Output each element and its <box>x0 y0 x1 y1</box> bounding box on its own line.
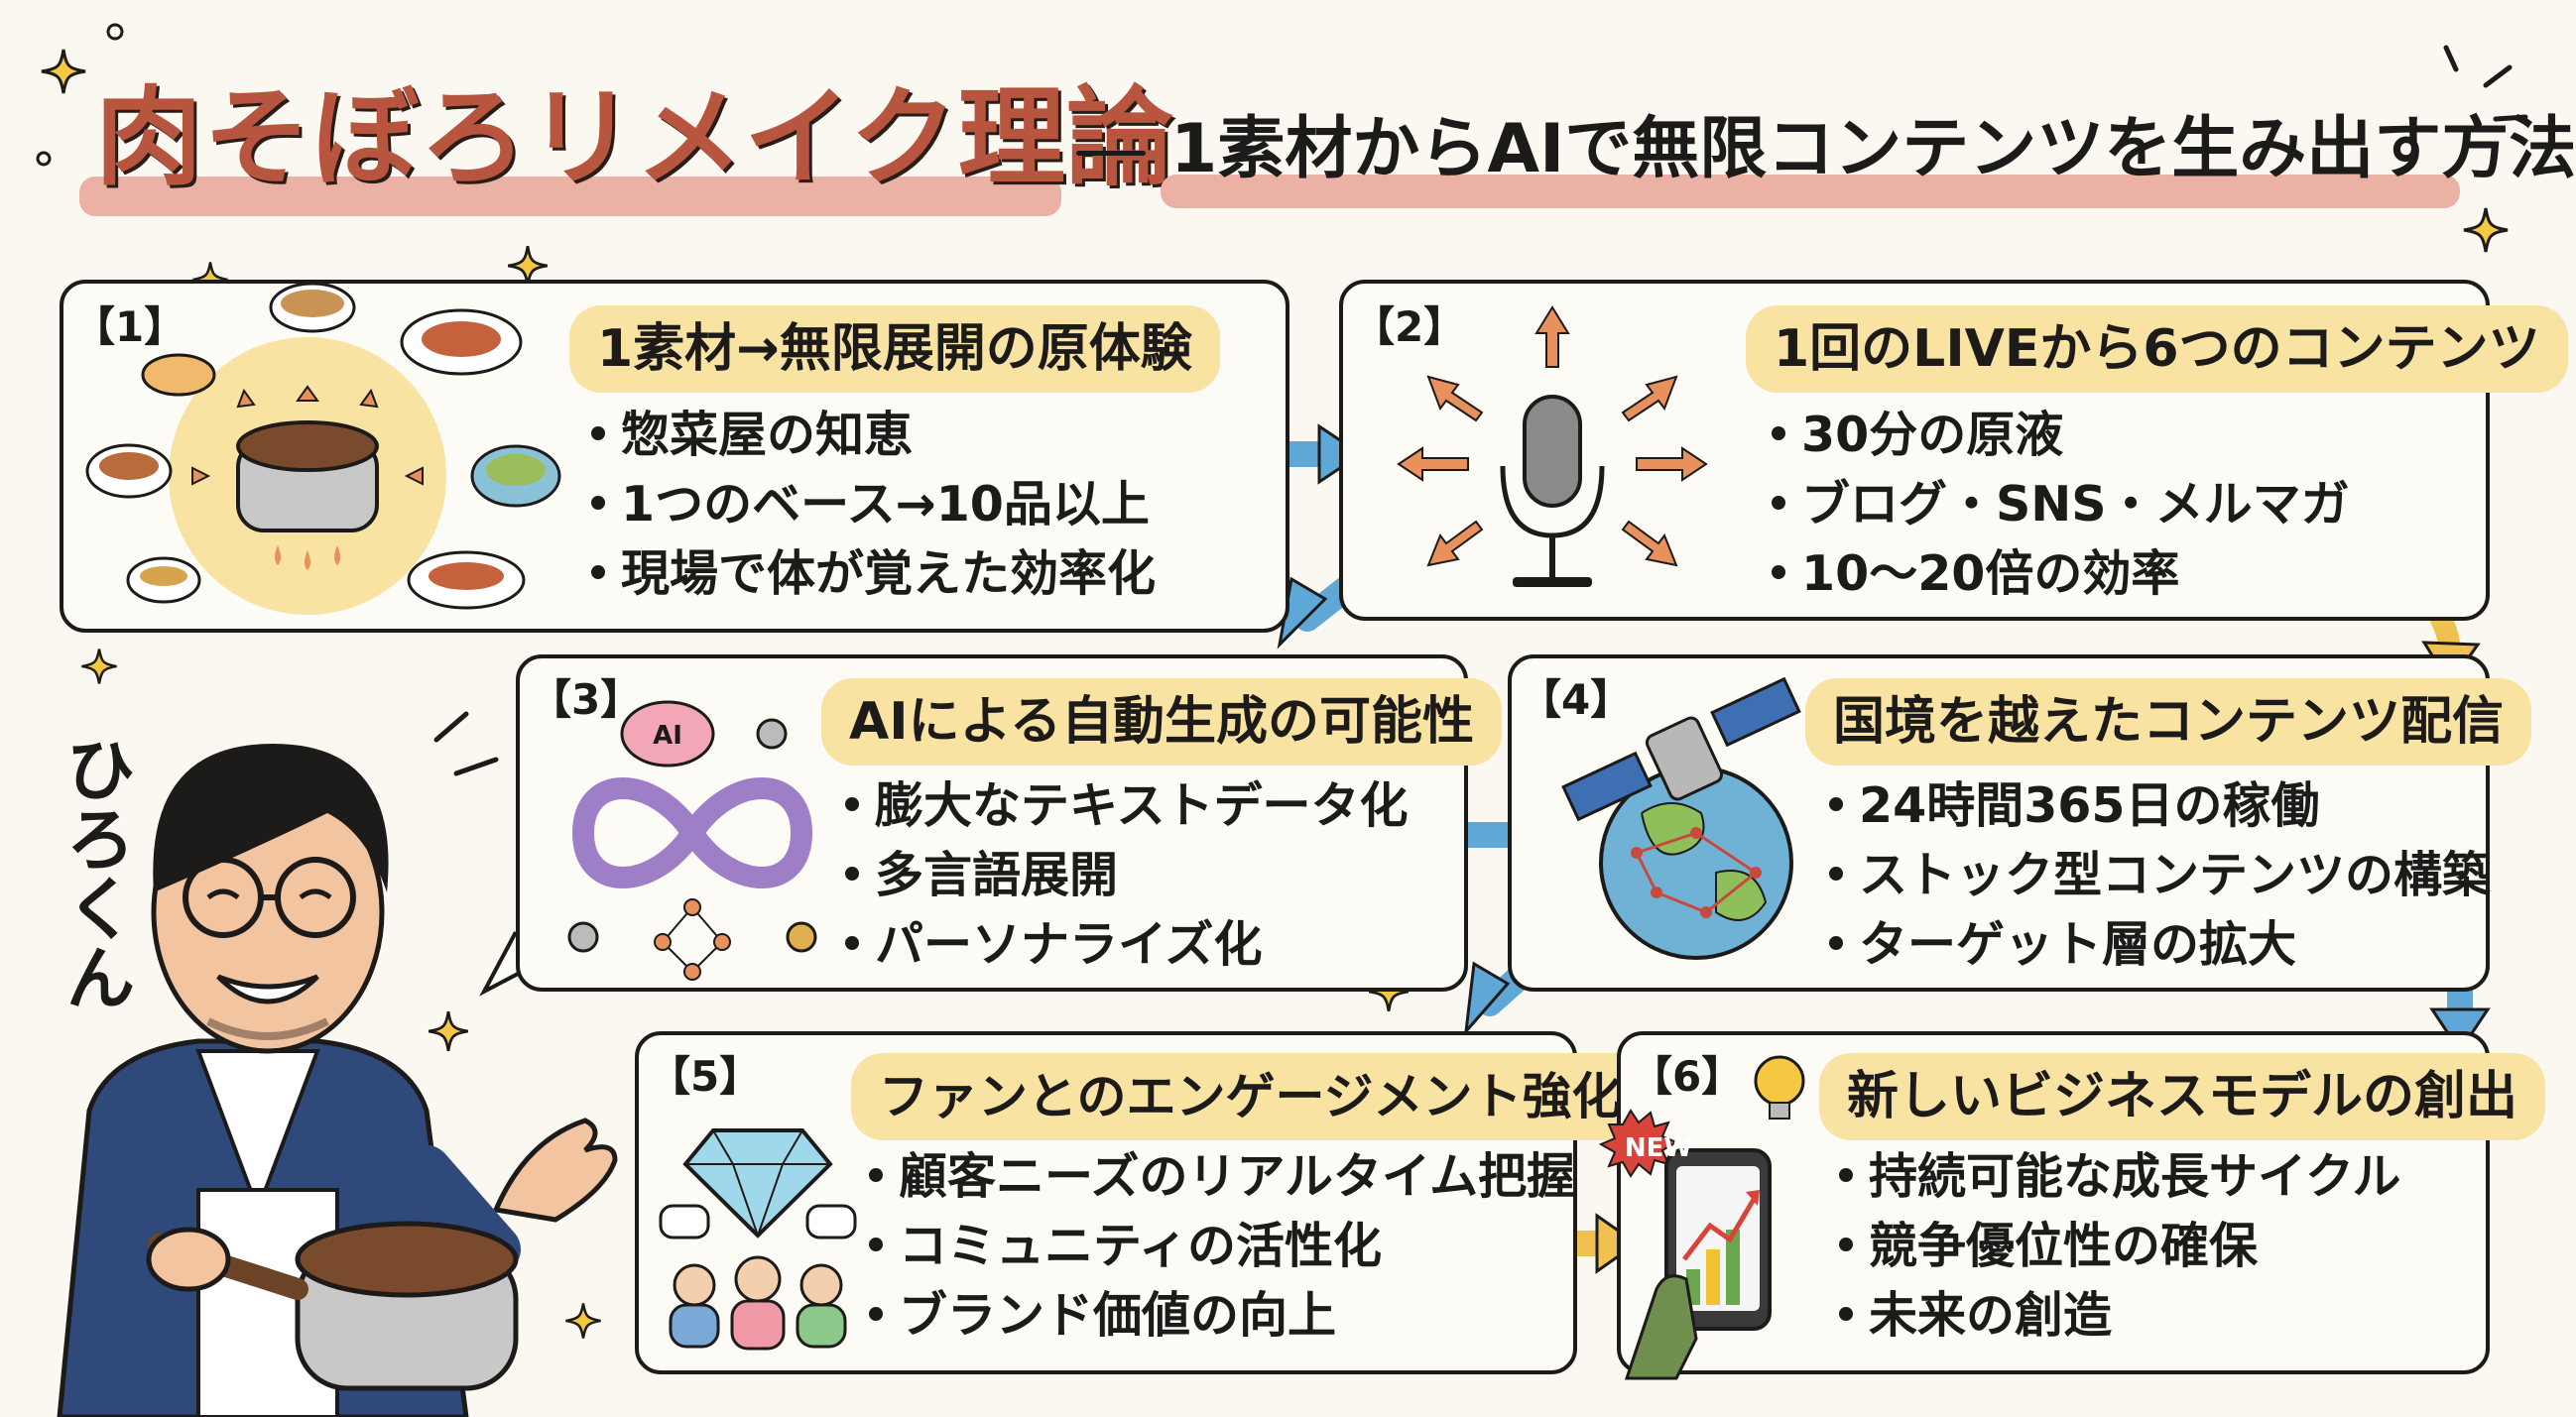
circle-doodle-icon <box>36 151 52 167</box>
list-item: ブログ・SNS・メルマガ <box>1772 470 2350 539</box>
list-item: 30分の原液 <box>1772 401 2350 470</box>
new-badge: NEW <box>1624 1133 1693 1163</box>
pot-of-dishes-icon <box>85 282 561 615</box>
section-2-number: 【2】 <box>1353 302 1466 351</box>
list-item: 膨大なテキストデータ化 <box>845 771 1409 841</box>
list-item: ターゲット層の拡大 <box>1829 910 2491 980</box>
section-3-bullets: 膨大なテキストデータ化 多言語展開 パーソナライズ化 <box>845 771 1409 980</box>
title-dash <box>1076 151 1146 156</box>
section-1-number: 【1】 <box>73 302 186 351</box>
section-4-number: 【4】 <box>1520 675 1633 724</box>
ai-infinity-icon: AI <box>567 700 817 981</box>
smartphone-growth-icon <box>1598 1055 1805 1380</box>
section-6-number: 【6】 <box>1631 1052 1744 1101</box>
section-1-heading: 1素材→無限展開の原体験 <box>569 305 1220 393</box>
list-item: ストック型コンテンツの構築 <box>1829 841 2491 910</box>
circle-doodle-icon <box>106 23 124 41</box>
title-underline <box>79 177 1061 216</box>
section-4-heading: 国境を越えたコンテンツ配信 <box>1805 678 2532 766</box>
sparkle-icon <box>2462 206 2510 254</box>
list-item: 持続可能な成長サイクル <box>1839 1142 2401 1212</box>
section-6-bullets: 持続可能な成長サイクル 競争優位性の確保 未来の創造 <box>1839 1142 2401 1351</box>
list-item: 顧客ニーズのリアルタイム把握 <box>869 1142 1575 1212</box>
list-item: 惣菜屋の知恵 <box>591 401 1156 470</box>
list-item: パーソナライズ化 <box>845 910 1409 980</box>
list-item: ブランド価値の向上 <box>869 1281 1575 1351</box>
list-item: コミュニティの活性化 <box>869 1212 1575 1281</box>
list-item: 現場で体が覚えた効率化 <box>591 539 1156 609</box>
section-5-bullets: 顧客ニーズのリアルタイム把握 コミュニティの活性化 ブランド価値の向上 <box>869 1142 1575 1351</box>
ai-brain-label: AI <box>653 721 682 751</box>
section-5-number: 【5】 <box>649 1052 762 1101</box>
section-5-heading: ファンとのエンゲージメント強化 <box>851 1053 1650 1140</box>
satellite-globe-icon <box>1561 676 1801 960</box>
diamond-community-icon <box>659 1128 857 1351</box>
list-item: 24時間365日の稼働 <box>1829 771 2491 841</box>
section-3-number: 【3】 <box>530 675 643 724</box>
microphone-icon <box>1397 305 1708 587</box>
page-title: 肉そぼろリメイク理論 <box>95 76 1174 200</box>
section-3-heading: AIによる自動生成の可能性 <box>821 678 1503 766</box>
list-item: 未来の創造 <box>1839 1281 2401 1351</box>
section-4-bullets: 24時間365日の稼働 ストック型コンテンツの構築 ターゲット層の拡大 <box>1829 771 2491 980</box>
section-2-heading: 1回のLIVEから6つのコンテンツ <box>1746 305 2568 393</box>
page-subtitle: 1素材からAIで無限コンテンツを生み出す方法 <box>1170 110 2576 188</box>
section-1-bullets: 惣菜屋の知恵 1つのベース→10品以上 現場で体が覚えた効率化 <box>591 401 1156 609</box>
subtitle-underline <box>1161 175 2460 208</box>
section-2-bullets: 30分の原液 ブログ・SNS・メルマガ 10〜20倍の効率 <box>1772 401 2350 609</box>
list-item: 多言語展開 <box>845 841 1409 910</box>
character-illustration-icon <box>57 711 618 1417</box>
sparkle-icon <box>80 648 118 685</box>
burst-lines-icon <box>2443 45 2528 122</box>
list-item: 10〜20倍の効率 <box>1772 539 2350 609</box>
character-name: ひろくん <box>55 734 136 1011</box>
sparkle-icon <box>40 48 87 95</box>
section-6-heading: 新しいビジネスモデルの創出 <box>1819 1053 2546 1140</box>
list-item: 1つのベース→10品以上 <box>591 470 1156 539</box>
list-item: 競争優位性の確保 <box>1839 1212 2401 1281</box>
